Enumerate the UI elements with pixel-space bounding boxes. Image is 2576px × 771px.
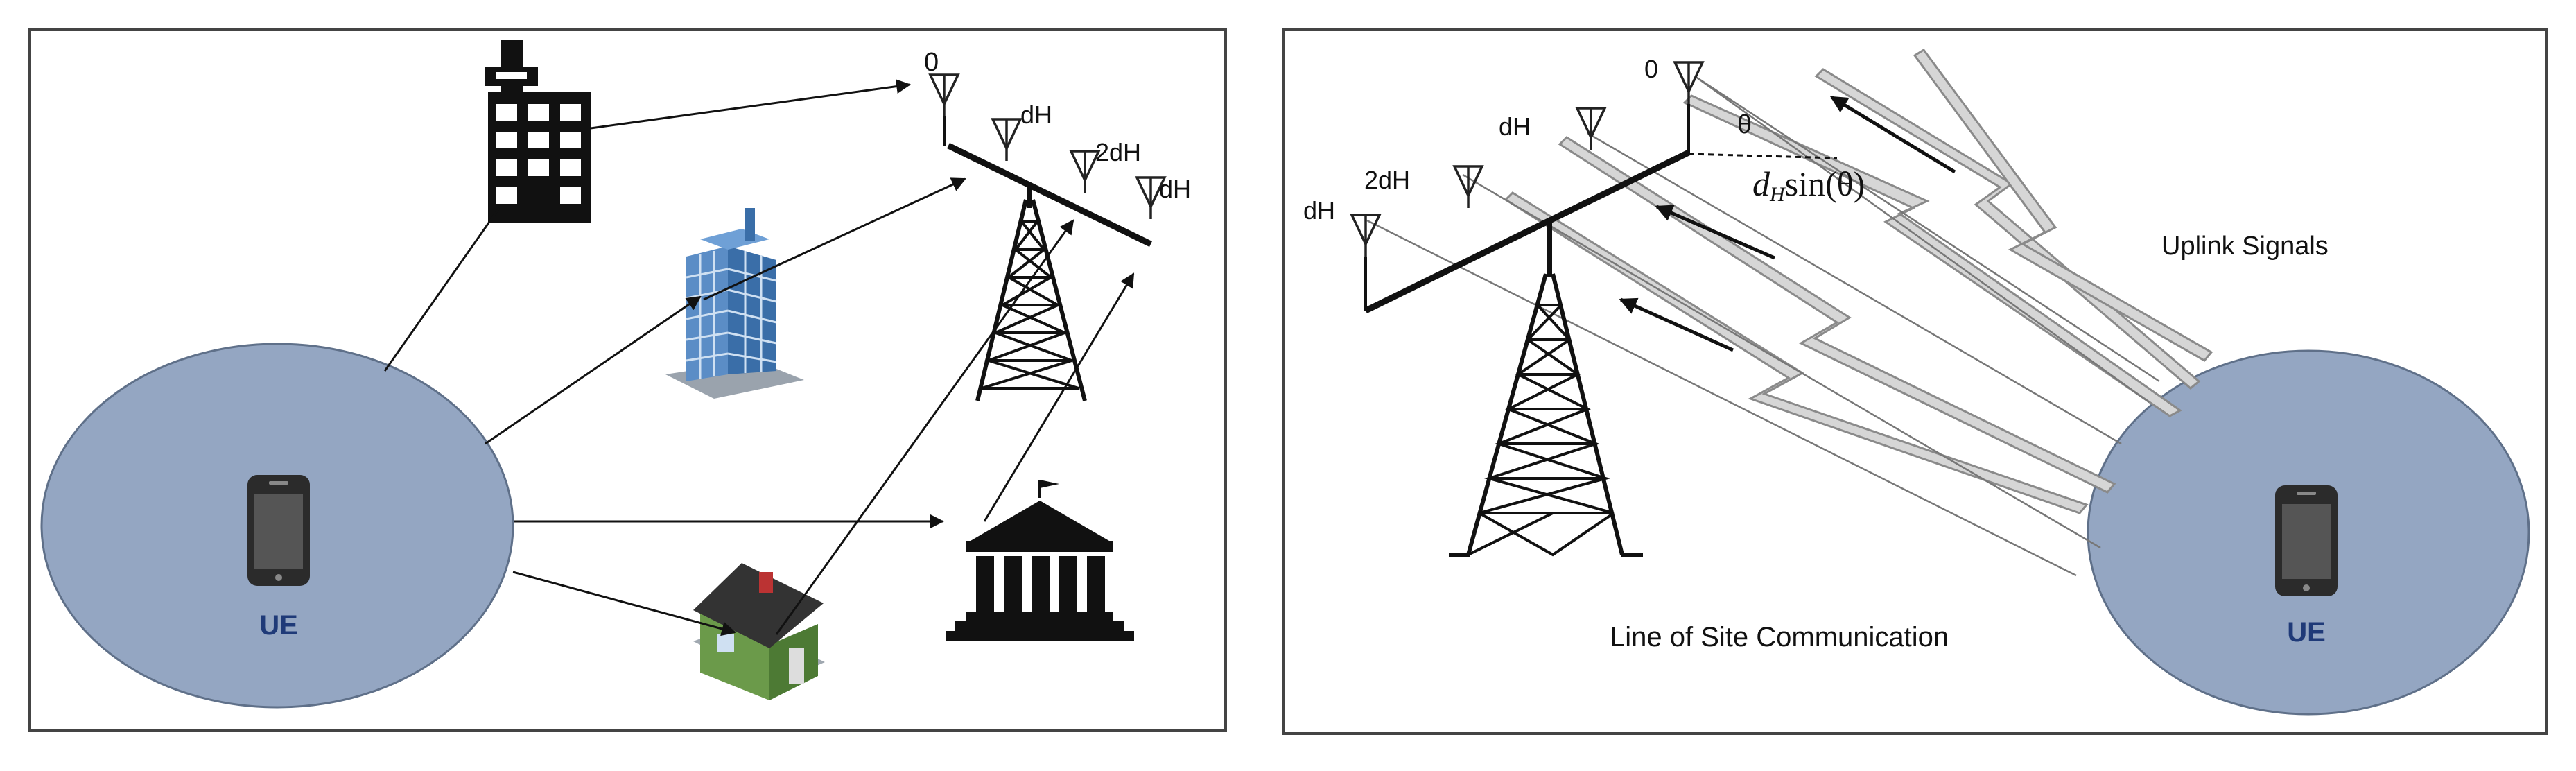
left-antenna-label-3: dH (1159, 175, 1191, 203)
distance-sin: sin(θ) (1785, 164, 1865, 203)
left-signal-paths (383, 79, 1135, 636)
left-antenna-bar (947, 142, 1152, 248)
right-antenna-label-3: dH (1303, 196, 1335, 225)
smartphone-icon (247, 475, 310, 586)
right-panel: UE (1282, 28, 2548, 735)
left-antenna-label-2: 2dH (1095, 138, 1141, 166)
uplink-arrow-1 (1829, 95, 1956, 174)
right-ue-label: UE (2287, 617, 2326, 648)
house-to-antenna-arrow (775, 219, 1074, 635)
uplink-signals-label: Uplink Signals (2161, 232, 2329, 261)
los-lines (1366, 75, 2160, 577)
ue-to-house-arrow (512, 571, 737, 636)
ue-to-skyscraper-arrow (485, 295, 702, 445)
left-panel: UE (28, 28, 1227, 732)
dashed-reference-line (1688, 153, 1838, 159)
ue-to-office-line (383, 207, 501, 372)
right-antenna-label-0: 0 (1644, 55, 1658, 83)
uplink-arrow-2 (1655, 205, 1775, 260)
beam-5 (1913, 49, 2213, 362)
left-antenna-label-0: 0 (924, 48, 939, 77)
office-building-icon (485, 40, 591, 223)
distance-formula-label: dHsin(θ) (1752, 164, 1865, 206)
government-to-antenna-arrow (983, 272, 1135, 522)
distance-subscript: H (1769, 183, 1786, 206)
smartphone-icon (2275, 485, 2338, 596)
house-icon (693, 563, 825, 700)
theta-label: θ (1737, 110, 1752, 139)
beam-2 (1814, 68, 2201, 390)
right-antenna-label-1: dH (1499, 112, 1531, 141)
right-ue-cell: UE (2087, 349, 2530, 716)
distance-d: d (1752, 164, 1770, 203)
uplink-direction-arrows (1619, 95, 1956, 352)
uplink-arrow-3 (1619, 297, 1734, 352)
government-building-icon (946, 480, 1134, 641)
line-of-site-label: Line of Site Communication (1610, 622, 1949, 652)
right-antenna-label-2: 2dH (1364, 166, 1410, 194)
right-tower-icon (1449, 222, 1643, 557)
office-to-antenna-arrow (590, 79, 912, 130)
skyscraper-to-antenna-arrow (703, 177, 966, 301)
beam-3 (1504, 191, 2089, 514)
left-ue-cell: UE (40, 343, 514, 709)
left-ue-label: UE (259, 610, 298, 641)
right-antenna-bar (1364, 149, 1690, 314)
left-antenna-label-1: dH (1020, 101, 1052, 129)
